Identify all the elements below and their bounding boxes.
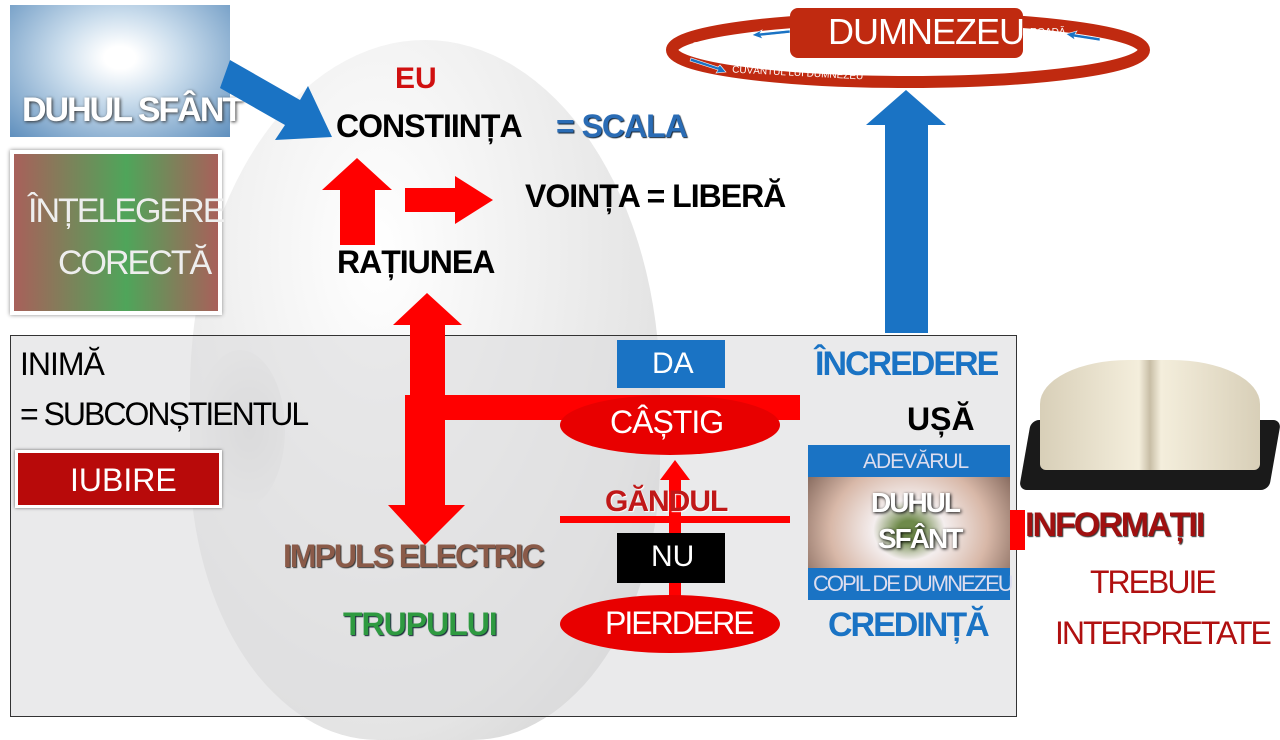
love-label: IUBIRE	[70, 462, 177, 498]
eye-label-1: DUHUL	[871, 487, 961, 518]
subconscious-label: = SUBCONȘTIENTUL	[20, 396, 309, 432]
blue-arrow-dove	[220, 60, 332, 140]
blue-arrow-up-god	[866, 90, 946, 333]
loss-ellipse	[560, 595, 780, 653]
red-arrow-right	[405, 176, 493, 224]
eu-label: EU	[395, 62, 437, 95]
child-label: COPIL DE DUMNEZEU	[813, 571, 1014, 596]
faith-label: CREDINȚĂ	[828, 606, 990, 644]
understanding-line1: ÎNȚELEGERE	[28, 192, 225, 230]
thought-label: GĂNDUL	[605, 485, 728, 518]
gain-label: CÂȘTIG	[610, 404, 724, 440]
ring-arrow-roada	[1065, 30, 1101, 42]
red-arrow-down	[388, 395, 465, 545]
impulse-label: IMPULS ELECTRIC	[283, 538, 545, 574]
must-label: TREBUIE	[1090, 564, 1217, 600]
reason-label: RAȚIUNEA	[337, 244, 495, 280]
no-box	[617, 533, 725, 583]
god-box	[790, 8, 1023, 58]
ring-roada: ROADĂ	[1030, 27, 1066, 38]
understanding-line2: CORECTĂ	[58, 244, 212, 282]
love-box: IUBIRE	[15, 450, 222, 508]
heart-label: INIMĂ	[20, 346, 105, 382]
loss-label: PIERDERE	[605, 605, 755, 641]
door-label: UȘĂ	[907, 401, 975, 437]
trust-label: ÎNCREDERE	[815, 345, 999, 383]
gandul-arrow-up	[660, 460, 690, 600]
body-label: TRUPULUI	[343, 606, 498, 642]
dove-image: DUHUL SFÂNT	[10, 5, 243, 137]
gain-ellipse	[560, 395, 780, 455]
will-label: VOINȚA = LIBERĂ	[525, 178, 786, 214]
truth-bar	[808, 445, 1010, 477]
conscience-label: CONSTIINȚA	[336, 108, 523, 144]
red-arrow-up-2	[393, 293, 462, 395]
no-label: NU	[651, 540, 695, 573]
information-label: INFORMAȚII	[1025, 506, 1205, 544]
scale-label: = SCALA	[556, 108, 688, 144]
red-arrow-up-1	[322, 158, 392, 245]
eye-panel: ADEVĂRUL DUHUL SFÂNT COPIL DE DUMNEZEU	[808, 445, 1014, 600]
truth-label: ADEVĂRUL	[863, 450, 969, 473]
yes-label: DA	[652, 347, 694, 380]
ring-arrow-cuvantul	[689, 57, 727, 74]
interpreted-label: INTERPRETATE	[1055, 615, 1272, 651]
yes-box	[617, 340, 725, 388]
understanding-box: ÎNȚELEGERE CORECTĂ	[10, 150, 225, 315]
dove-label: DUHUL SFÂNT	[22, 91, 243, 129]
bible-pages	[1040, 360, 1260, 470]
eye-label-2: SFÂNT	[878, 523, 963, 554]
ring-arrow-dragostea	[751, 29, 791, 40]
god-label: DUMNEZEU	[828, 11, 1025, 52]
child-bar	[808, 568, 1010, 600]
